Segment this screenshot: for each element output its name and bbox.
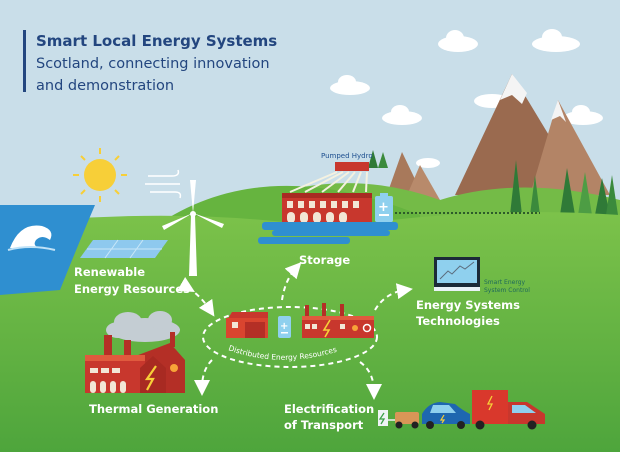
storage-label: Storage <box>299 253 350 267</box>
der-battery-icon: + <box>278 316 291 338</box>
upper-reservoir-building <box>335 162 369 171</box>
battery-icon: + <box>375 193 393 222</box>
subtitle-line-1: Scotland, connecting innovation <box>36 56 270 72</box>
energy-flow-arrows <box>177 262 413 400</box>
ev-charger-icon <box>378 410 395 426</box>
est-label-2: Technologies <box>416 314 500 328</box>
electric-van-icon <box>472 390 545 430</box>
subtitle-line-2: and demonstration <box>36 78 174 94</box>
smart-control-label-1: Smart Energy <box>484 279 526 286</box>
thermal-generation-label: Thermal Generation <box>89 402 218 416</box>
reservoir-water <box>258 222 398 244</box>
thermal-plant-icon <box>85 311 185 393</box>
title-accent-bar <box>23 30 26 92</box>
pumped-hydro-label: Pumped Hydro <box>321 152 373 160</box>
mountains <box>385 74 610 200</box>
hydro-power-station <box>282 193 372 223</box>
electric-car-icon <box>422 402 470 429</box>
page-title: Smart Local Energy Systems <box>36 32 277 50</box>
clouds <box>330 29 603 168</box>
sea <box>0 205 95 295</box>
computer-monitor-icon <box>434 257 480 291</box>
house-icon <box>226 312 268 338</box>
svg-text:+: + <box>280 321 288 332</box>
wave-icon <box>10 225 52 248</box>
solar-panel-icon <box>80 239 168 259</box>
renewable-label-1: Renewable <box>74 265 145 279</box>
trees <box>368 150 618 215</box>
transport-label-2: of Transport <box>284 418 364 432</box>
est-label-1: Energy Systems <box>416 298 520 312</box>
smart-control-label-2: System Control <box>484 287 530 294</box>
wind-icon <box>145 169 182 199</box>
sun-icon <box>73 148 127 202</box>
transport-label-1: Electrification <box>284 402 374 416</box>
renewable-label-2: Energy Resources <box>74 282 190 296</box>
der-factory-icon <box>302 303 374 338</box>
svg-text:+: + <box>378 200 389 215</box>
wind-turbine-icon <box>162 180 224 276</box>
scooter-icon <box>395 412 419 429</box>
penstock-pipes <box>289 171 368 193</box>
